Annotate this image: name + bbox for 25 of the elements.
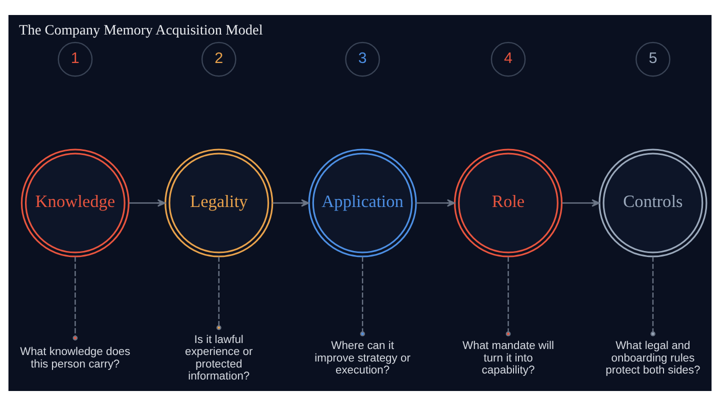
node-circle: 5 — [636, 41, 670, 76]
connector — [216, 256, 222, 330]
node-text: What knowledge does this person carry? — [20, 346, 130, 370]
node-circle: Knowledge — [20, 148, 130, 257]
node-circle: 1 — [58, 41, 93, 76]
node-text: Where can it improve strategy or execution? — [314, 340, 410, 376]
node-circle: Application — [308, 148, 417, 257]
connector — [650, 256, 656, 336]
node-circle: Legality — [164, 148, 274, 257]
arrow — [416, 198, 456, 206]
connector — [506, 256, 511, 336]
diagram-title: The Company Memory Acquisition Model — [19, 22, 263, 38]
node-text: Is it lawful experience or protected information? — [184, 333, 253, 382]
node-circle: 2 — [201, 41, 236, 76]
arrow — [272, 198, 310, 206]
arrow — [128, 198, 166, 206]
node-text: What legal and onboarding rules protect both sides? — [606, 340, 700, 376]
connector — [72, 256, 78, 340]
node-circle: Controls — [598, 148, 708, 257]
node-circle: 3 — [345, 41, 380, 76]
node-circle: Role — [454, 148, 563, 257]
arrow — [562, 198, 600, 206]
connector — [360, 256, 365, 336]
node-text: What mandate will turn it into capability? — [462, 340, 554, 376]
node-circle: 4 — [490, 41, 526, 76]
